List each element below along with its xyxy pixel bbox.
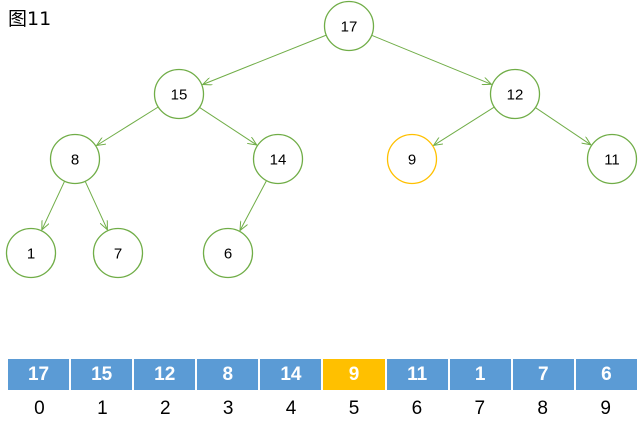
array-index-label: 8 (537, 398, 548, 419)
tree-node: 1 (5, 227, 57, 279)
array-index-label: 1 (97, 398, 108, 419)
edge-n1-n4 (199, 106, 257, 145)
node-circle (586, 133, 638, 185)
node-circle (202, 227, 254, 279)
array-index-label: 6 (411, 398, 423, 419)
array-indices: 0 1 2 3 4 5 6 7 8 9 (8, 396, 637, 422)
tree-node: 9 (386, 133, 438, 185)
array-cell: 14 (260, 359, 324, 390)
array-cell: 1 (449, 359, 513, 390)
edge-n1-n3 (97, 106, 159, 146)
array-index-label: 0 (34, 398, 45, 419)
tree-node: 6 (202, 227, 254, 279)
tree-edges (42, 34, 591, 231)
node-label: 12 (507, 87, 524, 104)
array-cell: 7 (512, 359, 576, 390)
node-circle (252, 133, 304, 185)
tree-node: 8 (49, 133, 101, 185)
figure-label: 图11 (8, 8, 52, 30)
tree-node: 14 (252, 133, 304, 185)
node-circle (5, 227, 57, 279)
node-label: 15 (171, 87, 188, 104)
tree-node: 12 (489, 68, 541, 120)
edge-n0-n2 (371, 34, 492, 84)
node-label: 6 (224, 246, 232, 263)
node-circle (386, 133, 438, 185)
edge-n3-n7 (42, 180, 66, 230)
edge-n4-n9 (240, 180, 267, 231)
array-cell: 17 (8, 359, 72, 390)
node-label: 8 (71, 152, 79, 169)
node-label: 1 (27, 246, 35, 263)
array-index-label: 3 (222, 398, 234, 419)
tree-node: 15 (153, 68, 205, 120)
array-cell: 8 (197, 359, 261, 390)
array-cell: 12 (134, 359, 198, 390)
edge-n0-n1 (203, 34, 327, 84)
array-index-label: 7 (474, 398, 486, 419)
node-circle (323, 0, 375, 52)
array-index-label: 5 (348, 398, 360, 419)
node-label: 17 (341, 19, 358, 36)
node-circle (489, 68, 541, 120)
edge-n3-n8 (84, 181, 107, 230)
node-label: 9 (408, 152, 416, 169)
node-label: 14 (270, 152, 287, 169)
edge-n2-n6 (535, 107, 590, 145)
node-circle (153, 68, 205, 120)
array-index-label: 4 (285, 398, 297, 419)
array-index-label: 9 (600, 398, 611, 419)
edge-n2-n5 (434, 106, 495, 145)
array-cell: 11 (386, 359, 450, 390)
node-circle (92, 227, 144, 279)
array-index-label: 2 (159, 398, 171, 419)
tree-node: 7 (92, 227, 144, 279)
array-cell: 15 (71, 359, 135, 390)
array-cell: 6 (575, 359, 637, 390)
node-circle (49, 133, 101, 185)
node-label: 11 (604, 152, 620, 169)
tree-node: 11 (586, 133, 638, 185)
array-cell: 9 (323, 359, 387, 390)
node-label: 7 (114, 246, 122, 263)
tree-node: 17 (323, 0, 375, 52)
